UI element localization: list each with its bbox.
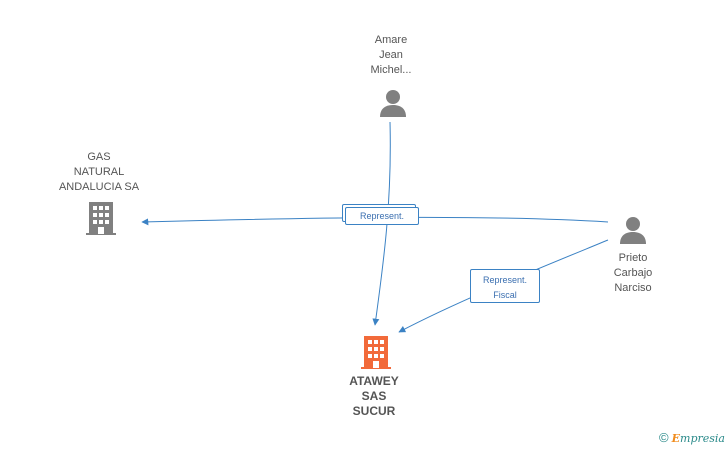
node-label-line: SUCUR (352, 404, 396, 418)
edge-label-represent-fiscal[interactable]: Represent. Fiscal (470, 269, 540, 303)
person-icon[interactable] (618, 215, 648, 245)
node-label-line: GAS (87, 151, 111, 163)
copyright-symbol: © (658, 430, 669, 445)
node-label-line: Jean (379, 49, 403, 61)
node-label-line: ATAWEY (349, 374, 399, 388)
node-label-gas-natural[interactable]: GAS NATURAL ANDALUCIA SA (40, 150, 158, 195)
node-label-line: Narciso (614, 282, 652, 294)
node-label-atawey[interactable]: ATAWEY SAS SUCUR (334, 374, 414, 419)
node-label-line: Amare (374, 34, 408, 46)
brand-logo-letter: E (671, 432, 681, 445)
node-label-line: NATURAL (73, 166, 125, 178)
edge-label-represent[interactable]: Represent. (345, 207, 419, 225)
node-label-line: Prieto (618, 252, 648, 264)
edge-label-text: Represent. (359, 211, 405, 221)
node-label-amare[interactable]: Amare Jean Michel... (350, 33, 432, 78)
building-icon-main[interactable] (360, 334, 392, 370)
node-label-prieto[interactable]: Prieto Carbajo Narciso (596, 251, 670, 296)
node-label-line: Michel... (370, 64, 412, 76)
brand-logo-text: mpresia (680, 432, 725, 445)
edge-label-text: Represent. (482, 275, 528, 285)
brand-footer[interactable]: © Empresia (659, 430, 725, 445)
building-icon[interactable] (85, 200, 117, 236)
edge-amare-to-atawey (372, 121, 391, 326)
node-label-line: Carbajo (613, 267, 653, 279)
person-icon[interactable] (378, 88, 408, 118)
edge-label-text: Fiscal (493, 290, 517, 300)
node-label-line: ANDALUCIA SA (58, 181, 140, 193)
node-label-line: SAS (361, 389, 387, 403)
